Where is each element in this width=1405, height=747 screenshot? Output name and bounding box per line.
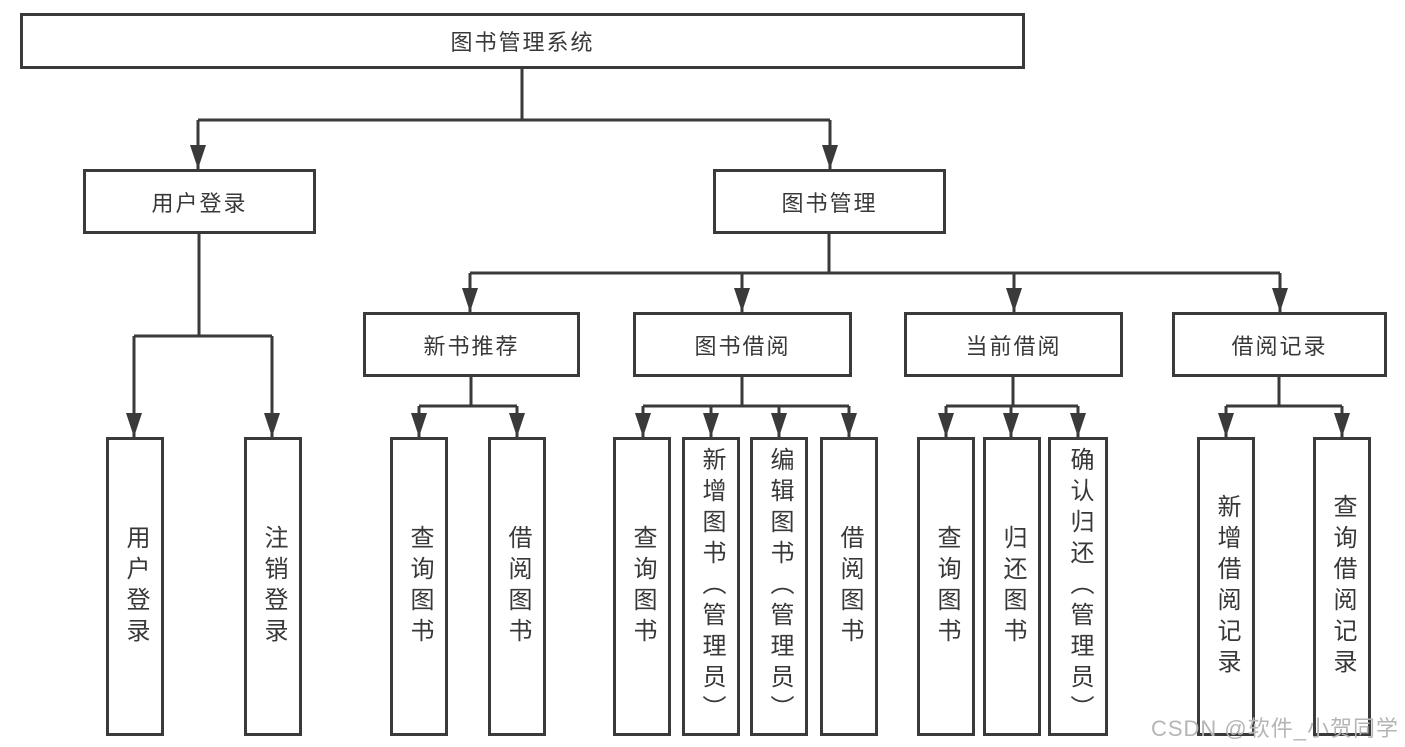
leaf-add-borrow-record: 新增借阅记录 <box>1197 437 1255 736</box>
leaf-query-books-recommend: 查询图书 <box>390 437 448 736</box>
leaf-logout: 注销登录 <box>244 437 302 736</box>
node-new-book-recommend: 新书推荐 <box>363 312 580 377</box>
node-user-login: 用户登录 <box>83 169 316 234</box>
node-current-borrowing: 当前借阅 <box>904 312 1123 377</box>
leaf-user-login: 用户登录 <box>106 437 164 736</box>
leaf-return-books: 归还图书 <box>983 437 1041 736</box>
node-library-management-system: 图书管理系统 <box>20 13 1025 69</box>
node-borrowing-records: 借阅记录 <box>1172 312 1387 377</box>
leaf-confirm-return-admin: 确认归还（管理员） <box>1048 437 1108 736</box>
node-book-borrowing: 图书借阅 <box>633 312 852 377</box>
leaf-query-borrow-record: 查询借阅记录 <box>1313 437 1371 736</box>
leaf-borrow-books-recommend: 借阅图书 <box>488 437 546 736</box>
leaf-query-books-current: 查询图书 <box>917 437 975 736</box>
leaf-edit-books-admin: 编辑图书（管理员） <box>750 437 808 736</box>
watermark: CSDN @软件_小贺同学 <box>1150 716 1399 741</box>
node-book-management: 图书管理 <box>713 169 946 234</box>
leaf-add-books-admin: 新增图书（管理员） <box>682 437 740 736</box>
leaf-borrow-books-borrowing: 借阅图书 <box>820 437 878 736</box>
leaf-query-books-borrowing: 查询图书 <box>613 437 671 736</box>
